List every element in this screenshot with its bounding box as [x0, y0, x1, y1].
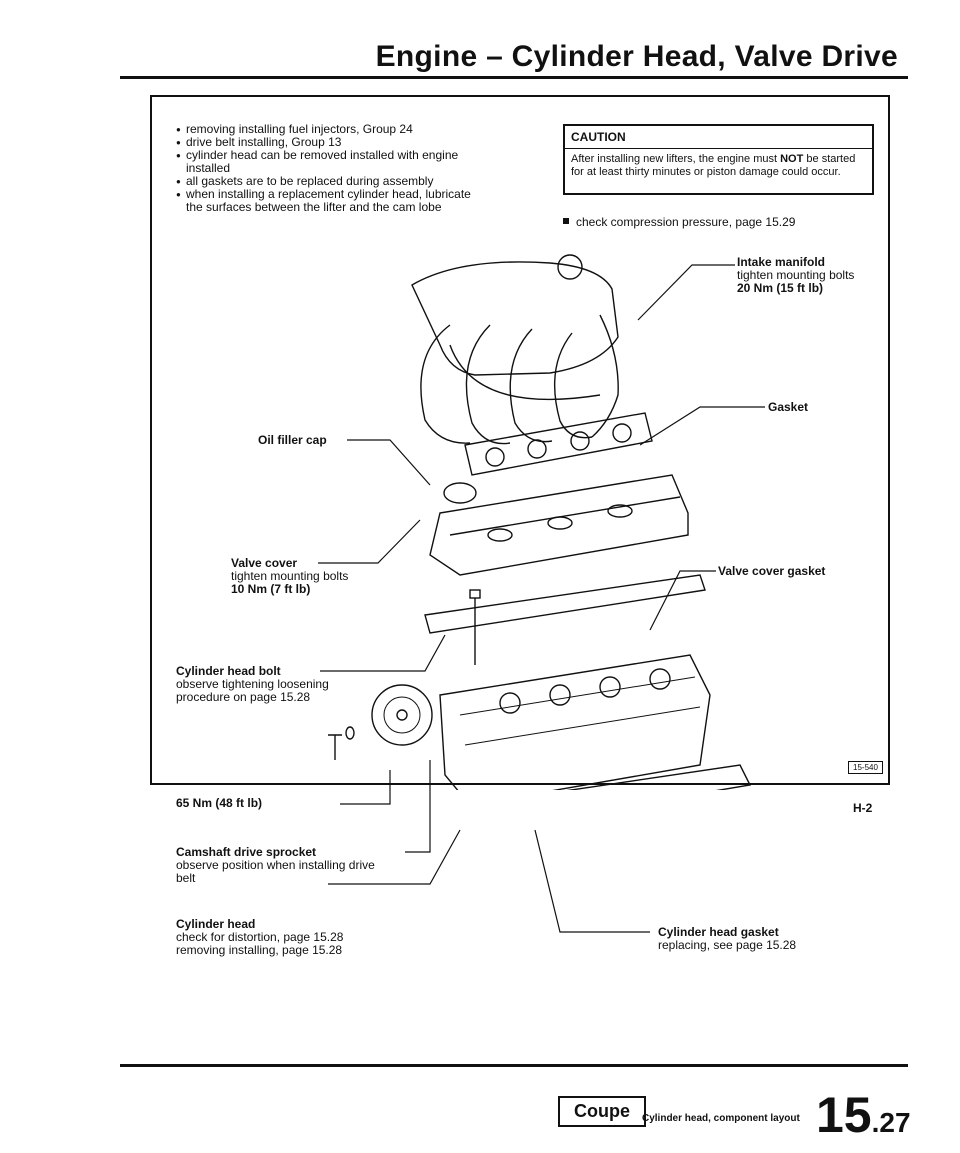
label-torque: 10 Nm (7 ft lb)	[231, 582, 311, 596]
coupe-badge: Coupe	[558, 1096, 646, 1127]
label-detail: observe tightening loosening procedure o…	[176, 677, 329, 704]
label-detail: tighten mounting bolts	[737, 268, 855, 282]
caution-heading: CAUTION	[565, 126, 872, 149]
note-item: drive belt installing, Group 13	[176, 136, 481, 150]
leader-line	[318, 519, 421, 564]
label-title: Camshaft drive sprocket	[176, 845, 317, 859]
label-title: Gasket	[768, 400, 809, 414]
cylinder-head-shape	[439, 654, 711, 790]
intake-flange	[449, 344, 601, 401]
label-camshaft-drive-sprocket: Camshaft drive sprocket observe position…	[176, 846, 381, 885]
leader-line	[639, 406, 765, 446]
label-detail: observe position when installing drive b…	[176, 858, 375, 885]
label-title: Valve cover gasket	[718, 564, 826, 578]
intake-runner	[465, 324, 511, 445]
engine-exploded-diagram	[328, 254, 752, 790]
intake-runner	[420, 324, 471, 444]
header-rule	[120, 76, 908, 79]
check-text: check compression pressure, page 15.29	[576, 215, 796, 229]
label-torque: 20 Nm (15 ft lb)	[737, 281, 824, 295]
intake-runner	[554, 332, 593, 439]
label-detail: check for distortion, page 15.28	[176, 930, 344, 944]
label-intake-manifold: Intake manifold tighten mounting bolts 2…	[737, 256, 854, 295]
page-number-minor: .27	[871, 1107, 911, 1138]
cylinder-head-gasket-shape	[566, 764, 752, 790]
valve-cover-body	[429, 474, 689, 576]
label-title: Cylinder head bolt	[176, 664, 281, 678]
intake-gasket	[464, 412, 653, 476]
label-oil-filler-cap: Oil filler cap	[258, 434, 327, 447]
label-title: Cylinder head	[176, 917, 256, 931]
note-item: removing installing fuel injectors, Grou…	[176, 123, 481, 137]
note-item: when installing a replacement cylinder h…	[176, 188, 481, 214]
note-item: all gaskets are to be replaced during as…	[176, 175, 481, 189]
note-item: cylinder head can be removed installed w…	[176, 149, 481, 175]
page-title: Engine – Cylinder Head, Valve Drive	[375, 40, 898, 73]
cylinder-head-bolt-shape	[469, 589, 481, 665]
label-detail: replacing, see page 15.28	[658, 938, 797, 952]
leader-line	[328, 829, 461, 885]
page-number: 15.27	[816, 1086, 911, 1144]
page-number-major: 15	[816, 1087, 872, 1143]
caution-text-emphasis: NOT	[780, 153, 804, 165]
check-compression-note: check compression pressure, page 15.29	[563, 215, 795, 229]
intake-manifold-plenum	[411, 261, 619, 376]
label-title: Valve cover	[231, 556, 298, 570]
valve-cover-gasket-shape	[424, 574, 706, 634]
valve-cover-ridge	[449, 496, 681, 536]
label-valve-cover: Valve cover tighten mounting bolts 10 Nm…	[231, 557, 348, 596]
label-title: Oil filler cap	[258, 433, 327, 447]
leader-line	[340, 770, 391, 805]
notes-list: removing installing fuel injectors, Grou…	[176, 123, 481, 214]
label-cylinder-head-bolt: Cylinder head bolt observe tightening lo…	[176, 665, 386, 704]
label-valve-cover-gasket: Valve cover gasket	[718, 565, 825, 578]
caution-text: After installing new lifters, the engine…	[565, 149, 872, 183]
leader-line	[405, 760, 431, 853]
label-cylinder-head: Cylinder head check for distortion, page…	[176, 918, 343, 957]
label-gasket: Gasket	[768, 401, 808, 414]
label-title: Intake manifold	[737, 255, 826, 269]
figure-frame	[150, 95, 890, 785]
label-detail: removing installing, page 15.28	[176, 943, 343, 957]
label-torque: 65 Nm (48 ft lb)	[176, 796, 263, 810]
leader-line	[637, 264, 735, 321]
label-cylinder-head-gasket: Cylinder head gasket replacing, see page…	[658, 926, 796, 952]
intake-runner	[591, 314, 619, 438]
page-code: H-2	[853, 801, 873, 815]
square-bullet-icon	[563, 218, 569, 224]
caution-text-part: be started for at least thirty minutes o…	[571, 153, 856, 178]
figure-tag: 15-540	[848, 761, 883, 774]
footer-rule	[120, 1064, 908, 1067]
leader-line	[649, 570, 716, 631]
leader-line	[347, 439, 431, 486]
leader-line	[534, 829, 650, 933]
caution-text-part: After installing new lifters, the engine…	[571, 153, 781, 165]
oil-filler-cap	[443, 482, 477, 504]
leader-line	[320, 634, 446, 672]
label-detail: tighten mounting bolts	[231, 569, 349, 583]
footer-caption: Cylinder head, component layout	[642, 1113, 800, 1124]
label-title: Cylinder head gasket	[658, 925, 779, 939]
throttle-body	[557, 254, 583, 280]
camshaft-sprocket	[371, 684, 433, 746]
sprocket-bolt	[328, 734, 342, 760]
label-sprocket-torque: 65 Nm (48 ft lb)	[176, 797, 262, 810]
caution-box: CAUTION After installing new lifters, th…	[563, 124, 874, 195]
